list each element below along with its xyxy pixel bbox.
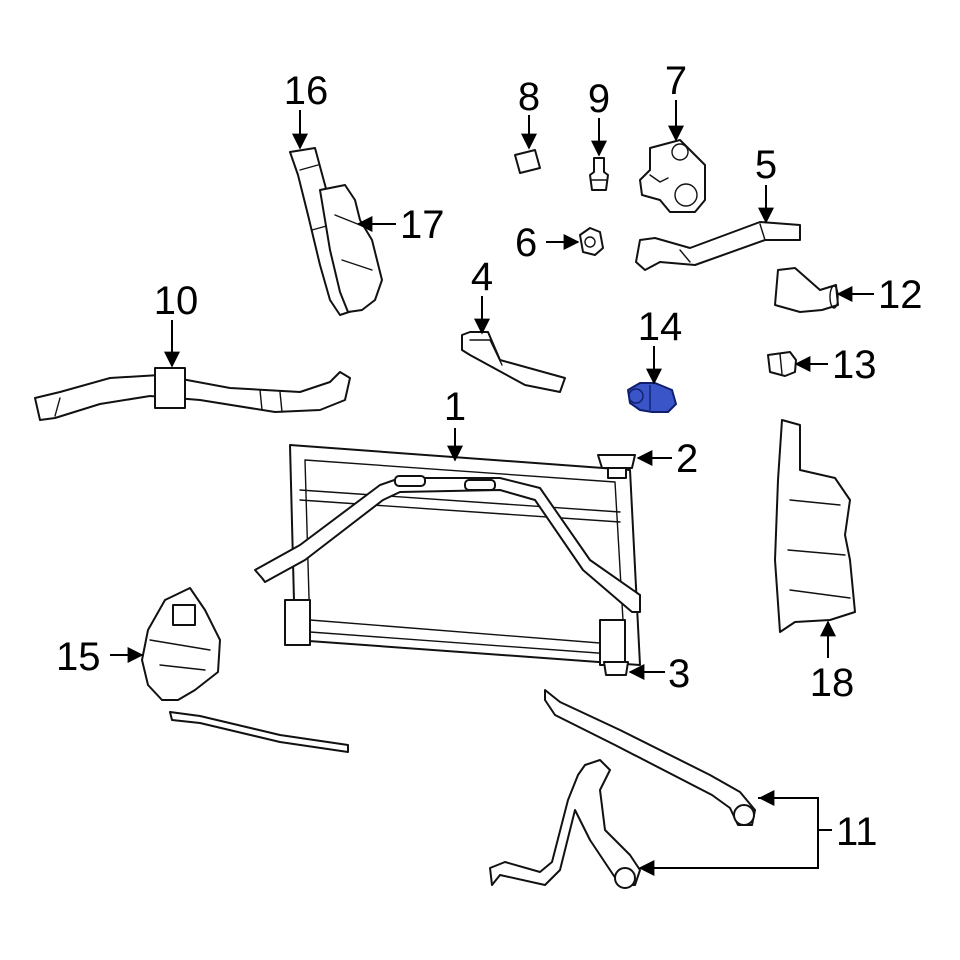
air-deflector-18-part[interactable] (774, 419, 856, 633)
lower-hose-upper-part[interactable] (544, 689, 756, 826)
callout-3: 3 (668, 652, 690, 696)
callout-12: 12 (878, 273, 923, 317)
callout-14: 14 (638, 305, 683, 349)
leader-lines (110, 100, 874, 876)
lower-hose-lower-part[interactable] (489, 759, 641, 889)
callout-10: 10 (154, 279, 199, 323)
callout-18: 18 (810, 661, 855, 705)
bracket-part[interactable] (461, 331, 566, 393)
radiator-part[interactable] (254, 444, 641, 666)
callout-6: 6 (515, 221, 537, 265)
upper-hose-part[interactable] (635, 221, 801, 271)
callout-2: 2 (676, 437, 698, 481)
callout-11: 11 (836, 810, 878, 854)
highlighted-part-14[interactable] (627, 382, 677, 413)
callout-16: 16 (284, 69, 329, 113)
leader-11-b (640, 830, 819, 869)
callout-9: 9 (588, 77, 610, 121)
air-seal-17-part[interactable] (319, 184, 383, 313)
callout-labels: 1 2 3 4 5 6 7 8 9 10 11 12 13 14 15 16 1… (56, 59, 923, 854)
callout-5: 5 (755, 143, 777, 187)
drain-plug-part[interactable] (603, 661, 629, 676)
callout-4: 4 (471, 255, 493, 299)
leader-11 (758, 797, 819, 830)
hose-12-part[interactable] (774, 267, 839, 313)
sensor-9-part[interactable] (589, 157, 609, 191)
hose-10-part[interactable] (34, 367, 351, 421)
cap-8-part[interactable] (514, 149, 541, 174)
callout-1: 1 (444, 385, 466, 429)
callout-17: 17 (400, 203, 445, 247)
callout-15: 15 (56, 635, 101, 679)
callout-7: 7 (665, 59, 687, 103)
clamp-6-part[interactable] (579, 227, 604, 256)
radiator-cap-part[interactable] (597, 454, 636, 479)
clamp-13-part[interactable] (767, 351, 797, 377)
callout-8: 8 (518, 75, 540, 119)
thermostat-housing-part[interactable] (639, 139, 706, 213)
coolant-reservoir-part[interactable] (141, 587, 349, 753)
callout-13: 13 (832, 343, 877, 387)
